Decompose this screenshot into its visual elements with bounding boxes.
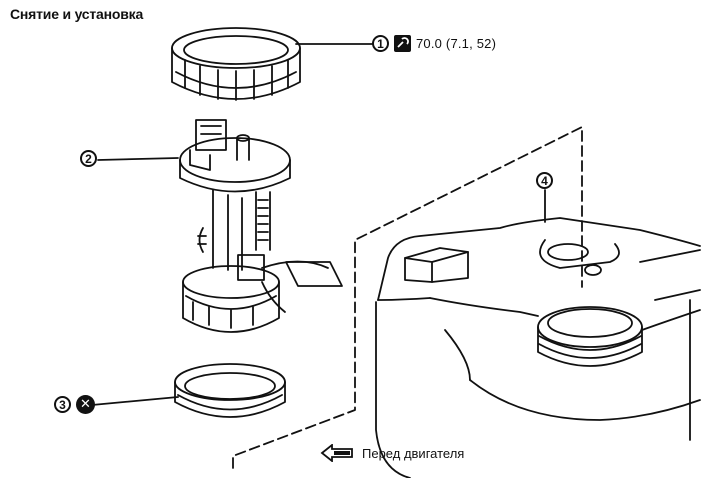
callout-3: 3 ✕ [54, 395, 95, 414]
leader-line-2 [97, 157, 179, 161]
front-label-text: Перед двигателя [362, 445, 465, 461]
callout-1: 1 70.0 (7.1, 52) [372, 35, 496, 52]
lock-ring [171, 27, 301, 101]
callout-2: 2 [80, 150, 97, 167]
torque-spec: 70.0 (7.1, 52) [416, 36, 497, 51]
fuel-pump-assembly [179, 119, 343, 333]
page-title: Снятие и установка [10, 6, 144, 22]
torque-wrench-icon [394, 35, 411, 52]
fuel-tank [375, 217, 701, 478]
arrow-front-icon [320, 444, 353, 462]
do-not-reuse-icon: ✕ [76, 395, 95, 414]
callout-number: 1 [372, 35, 389, 52]
callout-number: 3 [54, 396, 71, 413]
callout-number: 2 [80, 150, 97, 167]
service-hole-outline [232, 126, 583, 469]
o-ring [174, 363, 286, 418]
callout-4: 4 [536, 172, 553, 189]
leader-line-3 [91, 396, 179, 406]
callout-number: 4 [536, 172, 553, 189]
front-direction-label: Перед двигателя [320, 444, 464, 462]
